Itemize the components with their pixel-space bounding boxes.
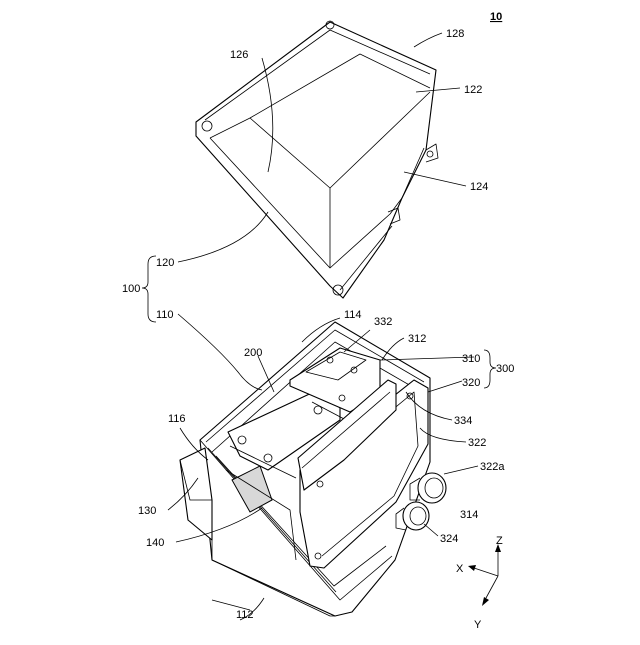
label-314: 314 [460,509,478,521]
label-130: 130 [138,505,156,517]
label-120: 120 [156,257,174,269]
label-140: 140 [146,537,164,549]
label-128: 128 [446,28,464,40]
coordinate-axes: Z X Y [456,535,503,631]
label-122: 122 [464,84,482,96]
label-310: 310 [462,353,480,365]
label-114: 114 [344,309,362,321]
axis-y-label: Y [474,619,482,631]
label-110: 110 [156,309,174,321]
cover-lid [196,21,438,298]
label-112: 112 [236,609,254,621]
label-320: 320 [462,377,480,389]
label-116: 116 [168,413,186,425]
label-334: 334 [454,415,472,427]
label-332: 332 [374,316,392,328]
figure-number-label: 10 [490,11,502,23]
label-300: 300 [496,363,514,375]
axis-x-label: X [456,563,464,575]
axis-z-label: Z [496,535,503,547]
label-324: 324 [440,533,458,545]
label-200: 200 [244,347,262,359]
label-126: 126 [230,49,248,61]
label-322: 322 [468,437,486,449]
label-100: 100 [122,283,140,295]
label-124: 124 [470,181,488,193]
label-322a: 322a [480,461,505,473]
label-312: 312 [408,333,426,345]
